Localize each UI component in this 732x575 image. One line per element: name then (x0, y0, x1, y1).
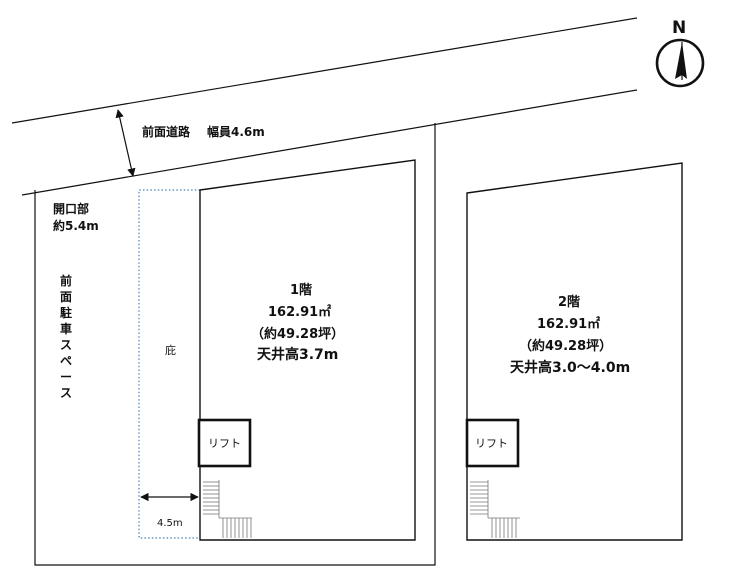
floor2-name: 2階 (558, 294, 580, 310)
floor1-lift-box (197, 418, 252, 468)
eave-depth-label: 4.5m (157, 518, 183, 529)
parking-char: ペ (60, 354, 72, 368)
parking-char: 面 (60, 290, 72, 304)
parking-label: 前 面 駐 車 ス ペ ー ス (60, 273, 72, 400)
north-arrow-icon: N (655, 18, 705, 88)
floor1-ceiling: 天井高3.7m (257, 346, 338, 363)
parking-char: 駐 (60, 305, 72, 320)
parking-char: ー (60, 370, 72, 384)
road-edge-bottom (21, 89, 638, 196)
site-boundary (34, 123, 436, 566)
road-label: 前面道路 (142, 124, 191, 139)
road-width-label: 幅員4.6m (207, 124, 265, 139)
opening-label-line1: 開口部 (53, 201, 89, 216)
floor1-tsubo: （約49.28坪） (251, 326, 344, 342)
north-label: N (672, 18, 686, 38)
floor2-ceiling: 天井高3.0～4.0m (510, 359, 630, 376)
floor2-stairs-icon (470, 480, 520, 538)
eave-label: 庇 (165, 343, 176, 357)
floor2-lift-box (465, 418, 520, 468)
road-width-arrow (115, 109, 136, 177)
opening-label-line2: 約5.4m (53, 218, 99, 233)
eave-outline (138, 189, 200, 539)
floor1-stairs-icon (203, 480, 252, 538)
parking-char: 前 (60, 273, 72, 288)
floor1-lift-label: リフト (208, 437, 241, 450)
parking-char: ス (60, 386, 72, 400)
floor2-tsubo: （約49.28坪） (519, 338, 612, 354)
parking-char: ス (60, 338, 72, 352)
floor1-area: 162.91㎡ (268, 304, 331, 320)
road-edge-top (11, 17, 638, 124)
floor1-name: 1階 (290, 282, 312, 298)
floor2-area: 162.91㎡ (537, 316, 600, 332)
floor2-lift-label: リフト (475, 437, 508, 450)
parking-char: 車 (60, 321, 72, 336)
